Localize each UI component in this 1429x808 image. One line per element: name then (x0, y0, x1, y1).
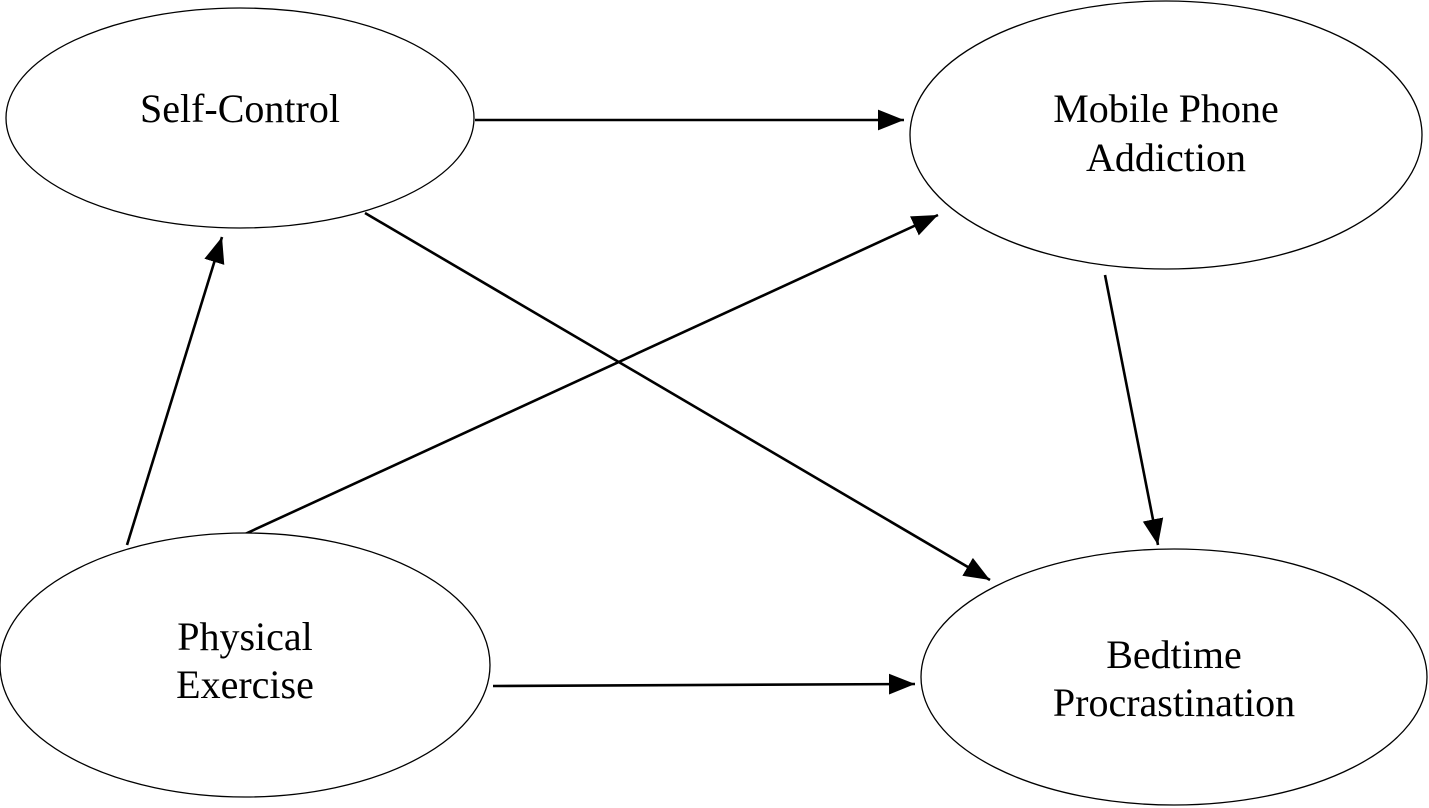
edge-physical-exercise-to-bedtime-procrastination (492, 673, 916, 695)
node-self-control: Self-Control (5, 7, 475, 229)
edges (125, 109, 1164, 695)
edge-mobile-phone-addiction-to-bedtime-procrastination (1103, 274, 1164, 546)
edge-physical-exercise-to-self-control (125, 236, 225, 546)
node-mobile-phone-addiction-shape (909, 0, 1423, 270)
node-self-control-label: Self-Control (140, 86, 340, 131)
edge-self-control-to-bedtime-procrastination (364, 211, 991, 582)
node-self-control-shape (5, 7, 475, 229)
node-bedtime-procrastination-label-line2: Procrastination (1053, 680, 1295, 725)
node-physical-exercise: Physical Exercise (0, 532, 491, 798)
node-physical-exercise-label-line2: Exercise (176, 662, 314, 707)
node-bedtime-procrastination-label-line1: Bedtime (1106, 632, 1242, 677)
node-mobile-phone-addiction-label-line2: Addiction (1086, 135, 1246, 180)
node-physical-exercise-shape (0, 532, 491, 798)
node-physical-exercise-label-line1: Physical (177, 614, 313, 659)
node-mobile-phone-addiction-label-line1: Mobile Phone (1053, 86, 1279, 131)
node-bedtime-procrastination-shape (920, 548, 1428, 806)
node-mobile-phone-addiction: Mobile Phone Addiction (909, 0, 1423, 270)
edge-physical-exercise-to-mobile-phone-addiction (244, 213, 939, 536)
node-bedtime-procrastination: Bedtime Procrastination (920, 548, 1428, 806)
